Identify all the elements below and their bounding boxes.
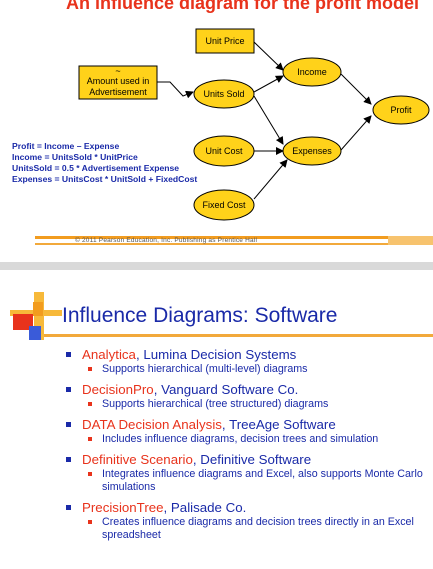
footer-accent xyxy=(388,236,433,245)
node-expenses-label: Expenses xyxy=(292,146,332,156)
formula-profit: Profit = Income – Expense xyxy=(12,141,120,151)
bullet-icon xyxy=(66,352,71,357)
footer-bar xyxy=(35,236,433,239)
arrow-unitssold-income xyxy=(253,75,284,93)
arrow-unitssold-expenses xyxy=(253,95,284,145)
list-item: DATA Decision Analysis, TreeAge Software xyxy=(66,416,431,433)
bullet-icon xyxy=(66,422,71,427)
vendor-name: , TreeAge Software xyxy=(221,417,336,432)
node-unit-cost xyxy=(193,135,255,167)
vendor-name: , Lumina Decision Systems xyxy=(135,347,297,362)
title-underline xyxy=(44,334,433,337)
software-list: Analytica, Lumina Decision Systems Suppo… xyxy=(66,346,431,547)
bullet-icon xyxy=(66,387,71,392)
slide2-title: Influence Diagrams: Software xyxy=(62,304,338,327)
node-units-sold xyxy=(193,79,255,109)
slide-logo-icon xyxy=(0,270,62,340)
sub-bullet-icon xyxy=(88,367,92,371)
bullet-icon xyxy=(66,457,71,462)
vendor-name: , Definitive Software xyxy=(192,452,312,467)
node-fixed-cost xyxy=(193,189,255,221)
node-unit-cost-label: Unit Cost xyxy=(205,146,243,156)
node-expenses xyxy=(282,136,342,166)
formula-expenses: Expenses = UnitsCost * UnitSold + FixedC… xyxy=(12,174,198,184)
list-subitem: Creates influence diagrams and decision … xyxy=(66,516,431,542)
product-detail: Supports hierarchical (multi-level) diag… xyxy=(102,363,308,375)
arrow-income-profit xyxy=(340,73,372,105)
product-detail: Integrates influence diagrams and Excel,… xyxy=(102,468,423,493)
product-name: Analytica xyxy=(82,347,136,362)
list-item: Analytica, Lumina Decision Systems xyxy=(66,346,431,363)
list-item: DecisionPro, Vanguard Software Co. xyxy=(66,381,431,398)
footer-bar-lower xyxy=(35,243,433,245)
arrow-advertisement-unitssold xyxy=(157,81,194,99)
sub-bullet-icon xyxy=(88,437,92,441)
slide-software: Influence Diagrams: Software Analytica, … xyxy=(0,270,433,569)
product-name: PrecisionTree xyxy=(82,500,164,515)
vendor-name: , Palisade Co. xyxy=(163,500,247,515)
node-income-label: Income xyxy=(297,67,327,77)
arrow-fixedcost-expenses xyxy=(253,159,288,200)
list-subitem: Includes influence diagrams, decision tr… xyxy=(66,433,431,446)
influence-diagram: Unit Price ~ Amount used in Advertisemen… xyxy=(78,28,430,221)
list-subitem: Supports hierarchical (multi-level) diag… xyxy=(66,363,431,376)
node-unit-price-label: Unit Price xyxy=(205,36,244,46)
product-detail: Supports hierarchical (tree structured) … xyxy=(102,398,329,410)
node-unit-price xyxy=(195,28,255,54)
arrow-unitprice-income xyxy=(253,41,284,71)
vendor-name: , Vanguard Software Co. xyxy=(153,382,299,397)
sub-bullet-icon xyxy=(88,402,92,406)
formula-units-sold: UnitsSold = 0.5 * Advertisement Expense xyxy=(12,163,180,173)
node-advertisement-symbol: ~ xyxy=(115,66,120,76)
slide-influence-diagram: An influence diagram for the profit mode… xyxy=(0,0,433,262)
list-subitem: Supports hierarchical (tree structured) … xyxy=(66,398,431,411)
node-profit-label: Profit xyxy=(390,105,412,115)
node-income xyxy=(282,57,342,87)
arrow-expenses-profit xyxy=(340,115,372,151)
formula-income: Income = UnitsSold * UnitPrice xyxy=(12,152,138,162)
node-advertisement-line2: Advertisement xyxy=(89,87,147,97)
product-detail: Includes influence diagrams, decision tr… xyxy=(102,433,379,445)
copyright-footer: © 2011 Pearson Education, Inc. Publishin… xyxy=(75,237,258,244)
sub-bullet-icon xyxy=(88,520,92,524)
node-units-sold-label: Units Sold xyxy=(203,89,244,99)
product-name: DATA Decision Analysis xyxy=(82,417,222,432)
product-name: DecisionPro xyxy=(82,382,154,397)
list-item: PrecisionTree, Palisade Co. xyxy=(66,499,431,516)
list-item: Definitive Scenario, Definitive Software xyxy=(66,451,431,468)
formula-list: Profit = Income – Expense Income = Units… xyxy=(12,141,197,185)
node-fixed-cost-label: Fixed Cost xyxy=(202,200,246,210)
node-advertisement xyxy=(78,65,158,100)
list-subitem: Integrates influence diagrams and Excel,… xyxy=(66,468,431,494)
product-detail: Creates influence diagrams and decision … xyxy=(102,516,414,541)
bullet-icon xyxy=(66,505,71,510)
node-advertisement-line1: Amount used in xyxy=(87,76,150,86)
slide1-title: An influence diagram for the profit mode… xyxy=(66,0,420,13)
node-profit xyxy=(372,95,430,125)
slide-separator xyxy=(0,262,433,270)
product-name: Definitive Scenario xyxy=(82,452,193,467)
sub-bullet-icon xyxy=(88,472,92,476)
